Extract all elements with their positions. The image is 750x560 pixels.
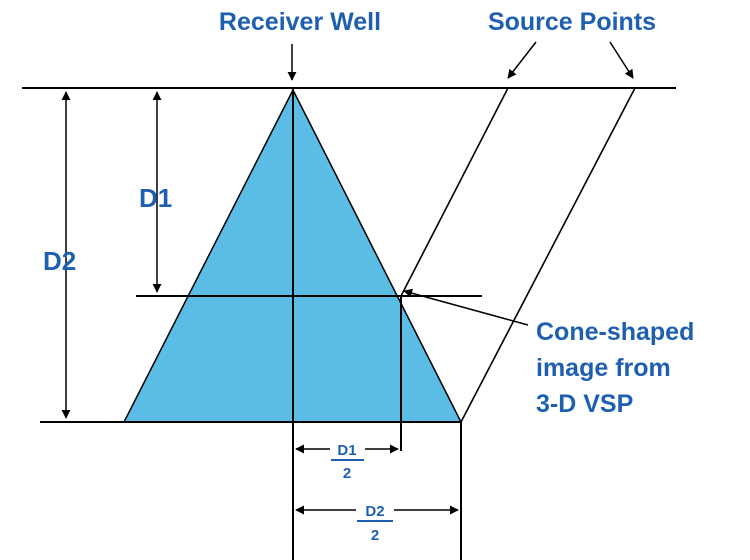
d1-label: D1	[139, 183, 172, 213]
cone-label-line-3: 3-D VSP	[536, 390, 633, 418]
d2-label: D2	[43, 246, 76, 276]
source-ray-2	[460, 87, 636, 423]
d1-half-denominator: 2	[343, 465, 351, 482]
receiver-well-label: Receiver Well	[219, 8, 381, 36]
source-arrow-2	[609, 41, 634, 79]
source-arrow-1	[507, 41, 537, 79]
cone-label-arrow	[403, 288, 529, 326]
source-points-label: Source Points	[488, 8, 656, 36]
cone-label-line-1: Cone-shaped	[536, 318, 694, 346]
d2-half-numerator: D2	[365, 503, 384, 520]
d2-half-denominator: 2	[371, 527, 379, 544]
source-ray-1	[400, 87, 509, 297]
d1-half-numerator: D1	[337, 442, 356, 459]
cone-label-line-2: image from	[536, 354, 671, 382]
